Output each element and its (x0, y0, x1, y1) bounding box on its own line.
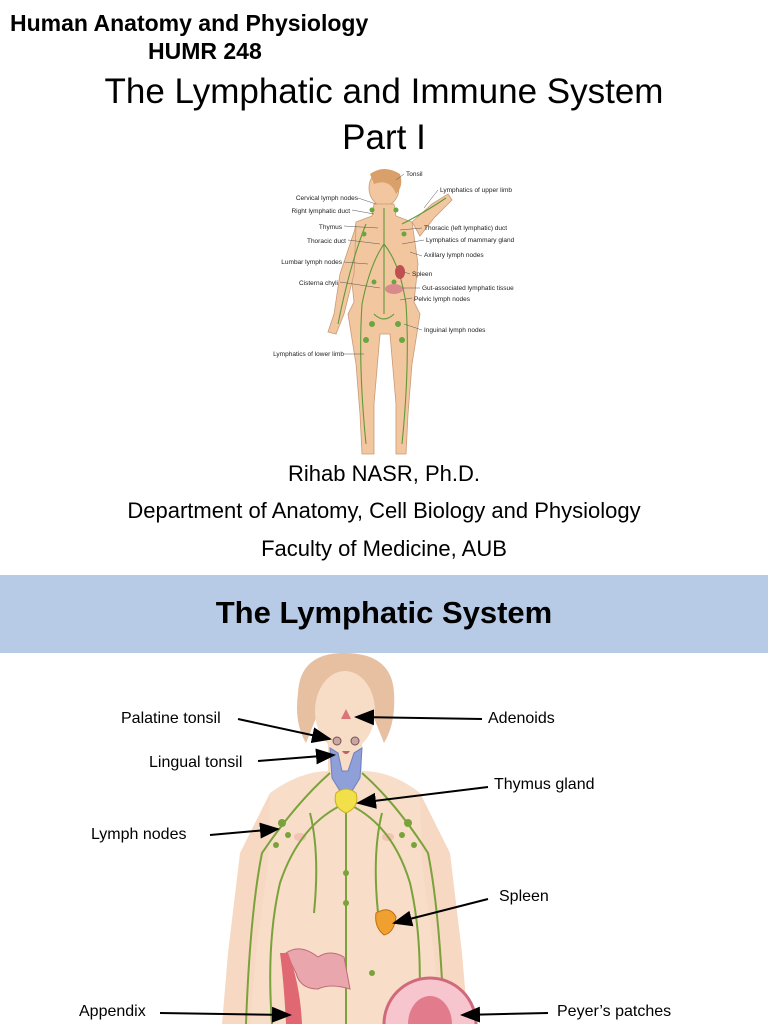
label-inguinal-lymph-nodes: Inguinal lymph nodes (424, 327, 486, 334)
author-name: Rihab NASR, Ph.D. (288, 461, 480, 486)
label-gut-associated-lymphatic-tissue: Gut-associated lymphatic tissue (422, 285, 514, 292)
slide-heading: The Lymphatic System (215, 595, 553, 630)
slide-subtitle: Part I (342, 118, 426, 157)
label-spleen: Spleen (499, 888, 549, 905)
label-lymph-nodes: Lymph nodes (91, 826, 187, 843)
label-palatine-tonsil: Palatine tonsil (121, 710, 221, 727)
label-tonsil: Tonsil (406, 171, 423, 178)
faculty-name: Faculty of Medicine, AUB (261, 536, 507, 561)
lymphatic-body-diagram: Cervical lymph nodes Right lymphatic duc… (273, 169, 515, 455)
lymphatic-system-illustration (159, 653, 549, 1024)
label-cervical-lymph-nodes: Cervical lymph nodes (296, 195, 359, 202)
department-name: Department of Anatomy, Cell Biology and … (127, 498, 641, 523)
label-thoracic-duct: Thoracic duct (307, 238, 346, 245)
course-title: Human Anatomy and Physiology (10, 10, 369, 36)
lymphatic-system-slide: The Lymphatic System (0, 575, 768, 1024)
label-adenoids: Adenoids (488, 710, 555, 727)
slide-title: The Lymphatic and Immune System (104, 72, 664, 111)
course-code: HUMR 248 (148, 38, 262, 64)
label-appendix: Appendix (79, 1003, 146, 1020)
label-thoracic-left-lymphatic-duct: Thoracic (left lymphatic) duct (424, 225, 507, 232)
label-cisterna-chyli: Cisterna chyli (299, 280, 338, 287)
label-axillary-lymph-nodes: Axillary lymph nodes (424, 252, 484, 259)
label-spleen: Spleen (412, 271, 433, 278)
label-thymus: Thymus (319, 224, 343, 231)
label-lingual-tonsil: Lingual tonsil (149, 754, 243, 771)
label-peyers-patches: Peyer’s patches (557, 1003, 672, 1020)
label-right-lymphatic-duct: Right lymphatic duct (291, 208, 350, 215)
title-slide: Human Anatomy and Physiology HUMR 248 Th… (10, 10, 664, 561)
label-lymphatics-of-upper-limb: Lymphatics of upper limb (440, 187, 512, 194)
title-banner: The Lymphatic System (0, 575, 768, 653)
label-lumbar-lymph-nodes: Lumbar lymph nodes (281, 259, 342, 266)
label-lymphatics-of-lower-limb: Lymphatics of lower limb (273, 351, 344, 358)
label-pelvic-lymph-nodes: Pelvic lymph nodes (414, 296, 471, 303)
label-lymphatics-of-mammary-gland: Lymphatics of mammary gland (426, 237, 515, 244)
label-thymus-gland: Thymus gland (494, 776, 595, 793)
